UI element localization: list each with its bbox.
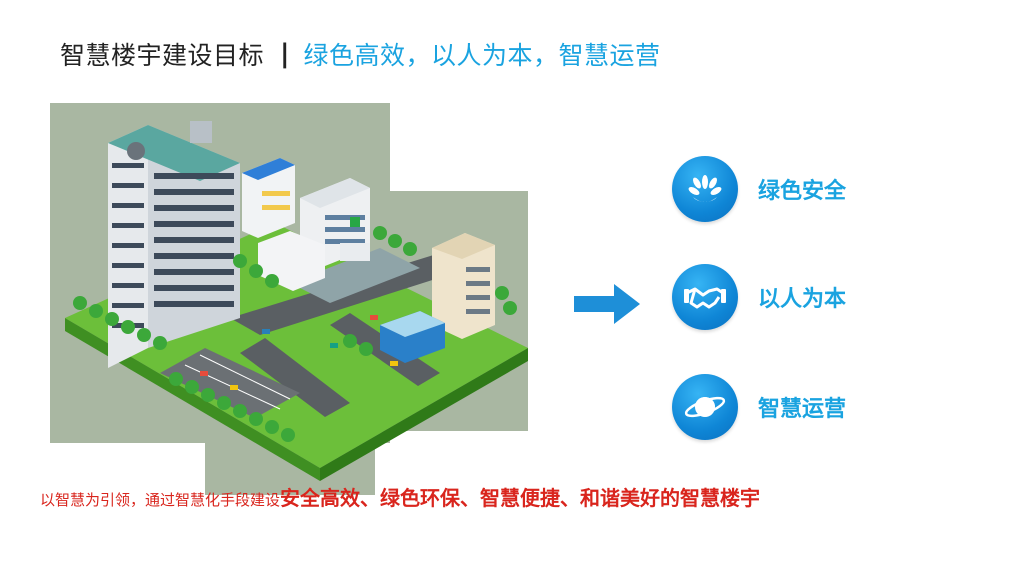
summary-statement: 以智慧为引领，通过智慧化手段建设 安全高效、绿色环保、智慧便捷、和谐美好的智慧楼…: [40, 482, 760, 511]
goal-item-people-oriented: 以人为本: [672, 264, 846, 330]
goal-label: 智慧运营: [758, 397, 847, 422]
handshake-icon: [672, 264, 738, 330]
summary-lead: 以智慧为引领，通过智慧化手段建设: [40, 491, 281, 509]
title-subtitle: 绿色高效，以人为本，智慧运营: [303, 41, 661, 70]
summary-emphasis: 安全高效、绿色环保、智慧便捷、和谐美好的智慧楼宇: [280, 486, 761, 510]
laurel-wreath-icon: [672, 156, 738, 222]
smart-building-illustration: [50, 103, 530, 495]
goal-label: 绿色安全: [758, 179, 847, 204]
title-separator: |: [280, 39, 290, 69]
title-main: 智慧楼宇建设目标: [60, 41, 265, 70]
goal-label: 以人为本: [758, 287, 847, 312]
page-title: 智慧楼宇建设目标 | 绿色高效，以人为本，智慧运营: [60, 34, 661, 74]
goal-item-green-safe: 绿色安全: [672, 156, 846, 222]
right-arrow-icon: [574, 284, 642, 328]
planet-icon: [672, 374, 738, 440]
goal-item-smart-operation: 智慧运营: [672, 374, 846, 440]
